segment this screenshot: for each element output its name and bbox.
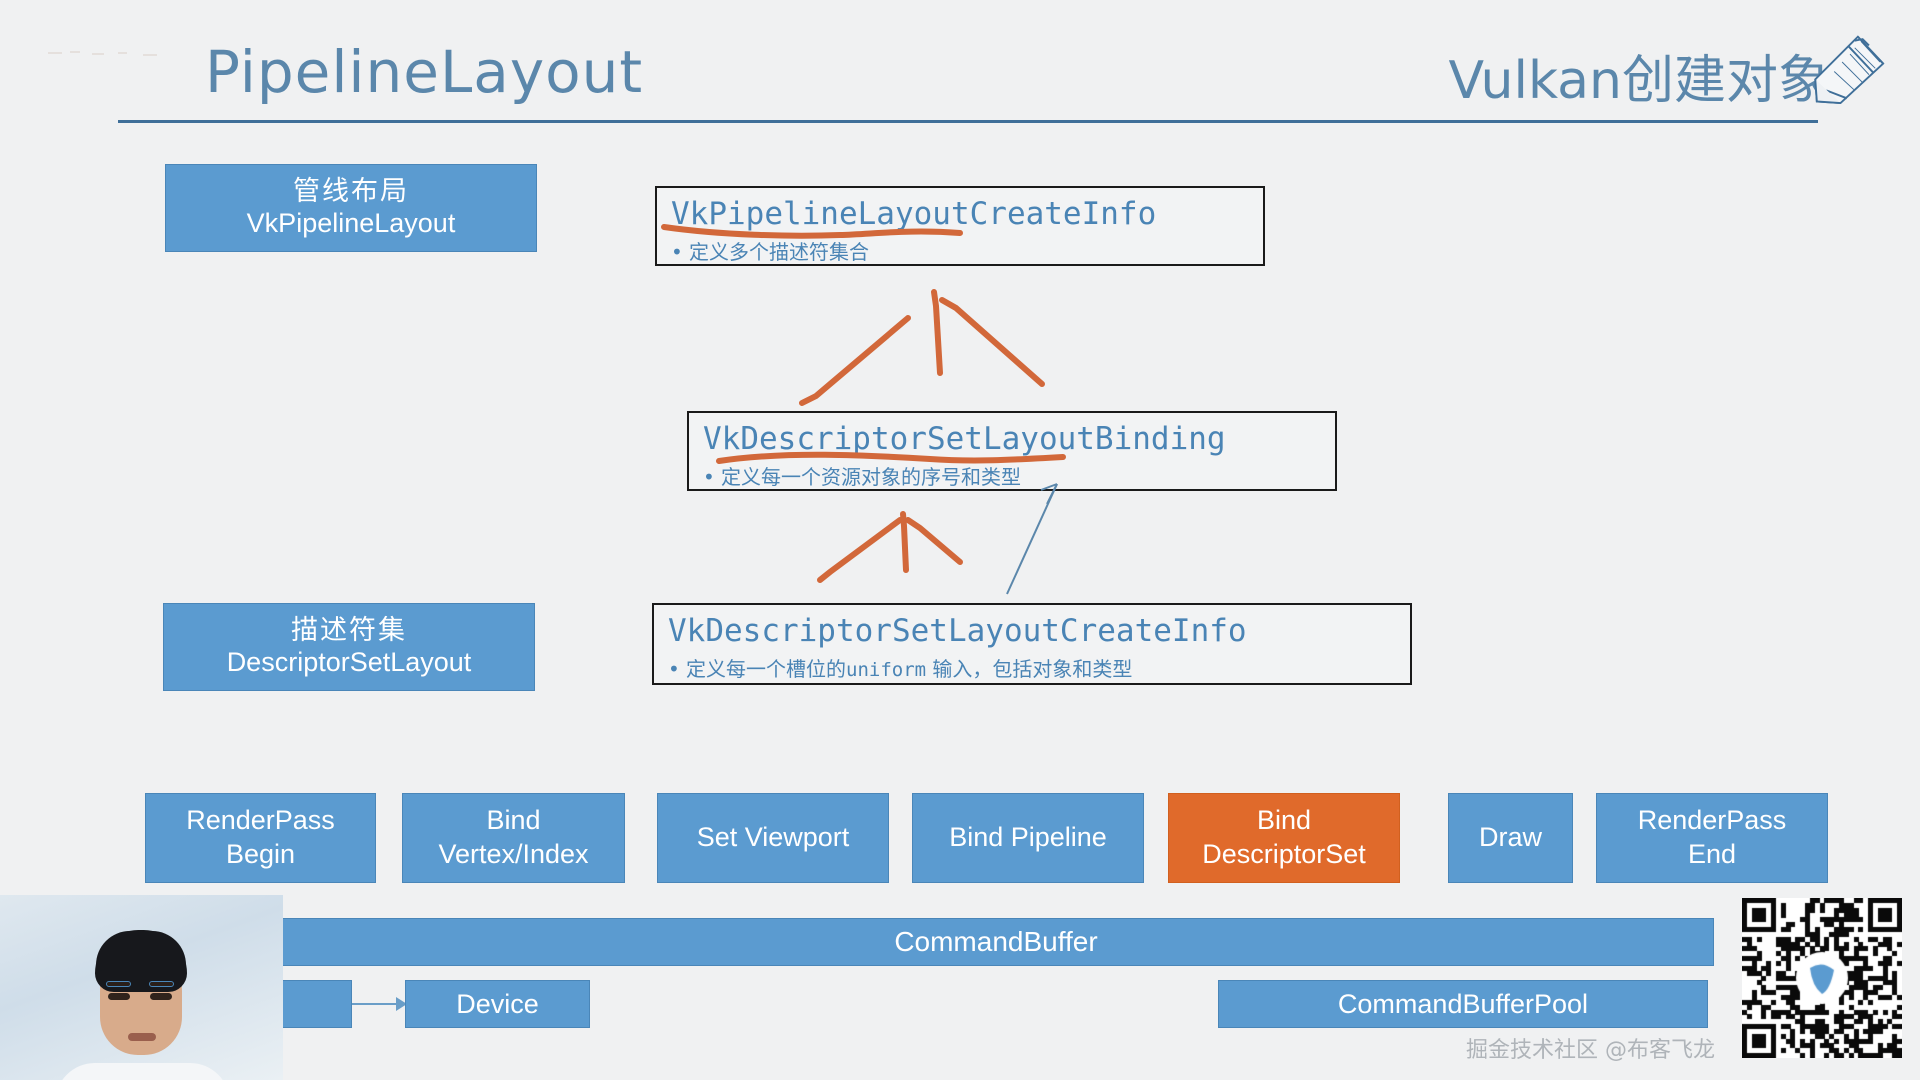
info-box-bullet: •定义多个描述符集合 <box>671 236 1249 265</box>
qr-code <box>1742 898 1902 1058</box>
info-box-bullet: •定义每一个槽位的uniform 输入，包括对象和类型 <box>668 653 1396 682</box>
info-box-title: VkPipelineLayoutCreateInfo <box>671 196 1157 232</box>
presenter-eye-right <box>150 993 172 1000</box>
command-label: Draw <box>1478 822 1542 853</box>
label-box-descriptor-set-layout: 描述符集 DescriptorSetLayout <box>163 603 535 691</box>
label-en: VkPipelineLayout <box>246 207 456 238</box>
bottom-box-command-buffer-pool: CommandBufferPool <box>1218 980 1708 1028</box>
info-box-pipeline-layout-create-info: VkPipelineLayoutCreateInfo •定义多个描述符集合 <box>655 186 1265 266</box>
header-subject-title: Vulkan创建对象 <box>1448 51 1830 111</box>
bullet-text: 定义每一个槽位的 <box>686 657 846 682</box>
device-label: Device <box>456 988 539 1019</box>
command-buffer-bar: CommandBuffer <box>278 918 1714 966</box>
bullet-marker: • <box>703 465 715 490</box>
bullet-code: uniform <box>846 659 927 682</box>
label-cn: 描述符集 <box>291 614 407 645</box>
bullet-text: 定义多个描述符集合 <box>689 240 869 265</box>
info-box-bullet: •定义每一个资源对象的序号和类型 <box>703 461 1321 490</box>
info-box-descriptor-set-layout-binding: VkDescriptorSetLayoutBinding •定义每一个资源对象的… <box>687 411 1337 491</box>
bullet-tail: 输入，包括对象和类型 <box>926 657 1133 682</box>
info-box-title: VkDescriptorSetLayoutBinding <box>703 421 1226 457</box>
bullet-marker: • <box>671 240 683 265</box>
decorative-marks <box>48 51 157 56</box>
connector-line <box>352 1003 400 1005</box>
presenter-eye-left <box>108 993 130 1000</box>
presenter-hair-front <box>96 931 186 971</box>
command-buffer-label: CommandBuffer <box>894 926 1098 957</box>
presenter-eyebrow-right <box>149 981 174 987</box>
command-label: Bind Pipeline <box>949 822 1107 853</box>
label-cn: 管线布局 <box>293 175 409 206</box>
bottom-box-device: Device <box>405 980 590 1028</box>
presenter-mouth <box>128 1033 156 1041</box>
bottom-box-partial <box>272 980 352 1028</box>
bullet-marker: • <box>668 657 680 682</box>
arrow-head-icon <box>396 997 407 1011</box>
presenter-eyebrow-left <box>106 981 131 987</box>
command-step-set-viewport[interactable]: Set Viewport <box>657 793 889 883</box>
qr-code-canvas <box>1742 898 1902 1058</box>
page-title: PipelineLayout <box>205 38 644 106</box>
presenter-webcam <box>0 895 283 1080</box>
presenter-shoulders <box>55 1063 230 1080</box>
annotation-arrows-lower <box>817 511 963 583</box>
label-en: DescriptorSetLayout <box>226 646 472 677</box>
command-buffer-pool-label: CommandBufferPool <box>1337 988 1589 1019</box>
label-box-pipeline-layout: 管线布局 VkPipelineLayout <box>165 164 537 252</box>
command-step-draw[interactable]: Draw <box>1448 793 1573 883</box>
watermark-text: 掘金技术社区 @布客飞龙 <box>1466 1038 1715 1063</box>
info-box-title: VkDescriptorSetLayoutCreateInfo <box>668 613 1247 649</box>
command-label: Set Viewport <box>696 822 850 853</box>
command-step-bind-pipeline[interactable]: Bind Pipeline <box>912 793 1144 883</box>
header-divider <box>118 120 1818 123</box>
annotation-arrows-upper <box>799 289 1045 406</box>
info-box-descriptor-set-layout-create-info: VkDescriptorSetLayoutCreateInfo •定义每一个槽位… <box>652 603 1412 685</box>
bullet-text: 定义每一个资源对象的序号和类型 <box>721 465 1021 490</box>
pencil-icon <box>1814 35 1885 105</box>
